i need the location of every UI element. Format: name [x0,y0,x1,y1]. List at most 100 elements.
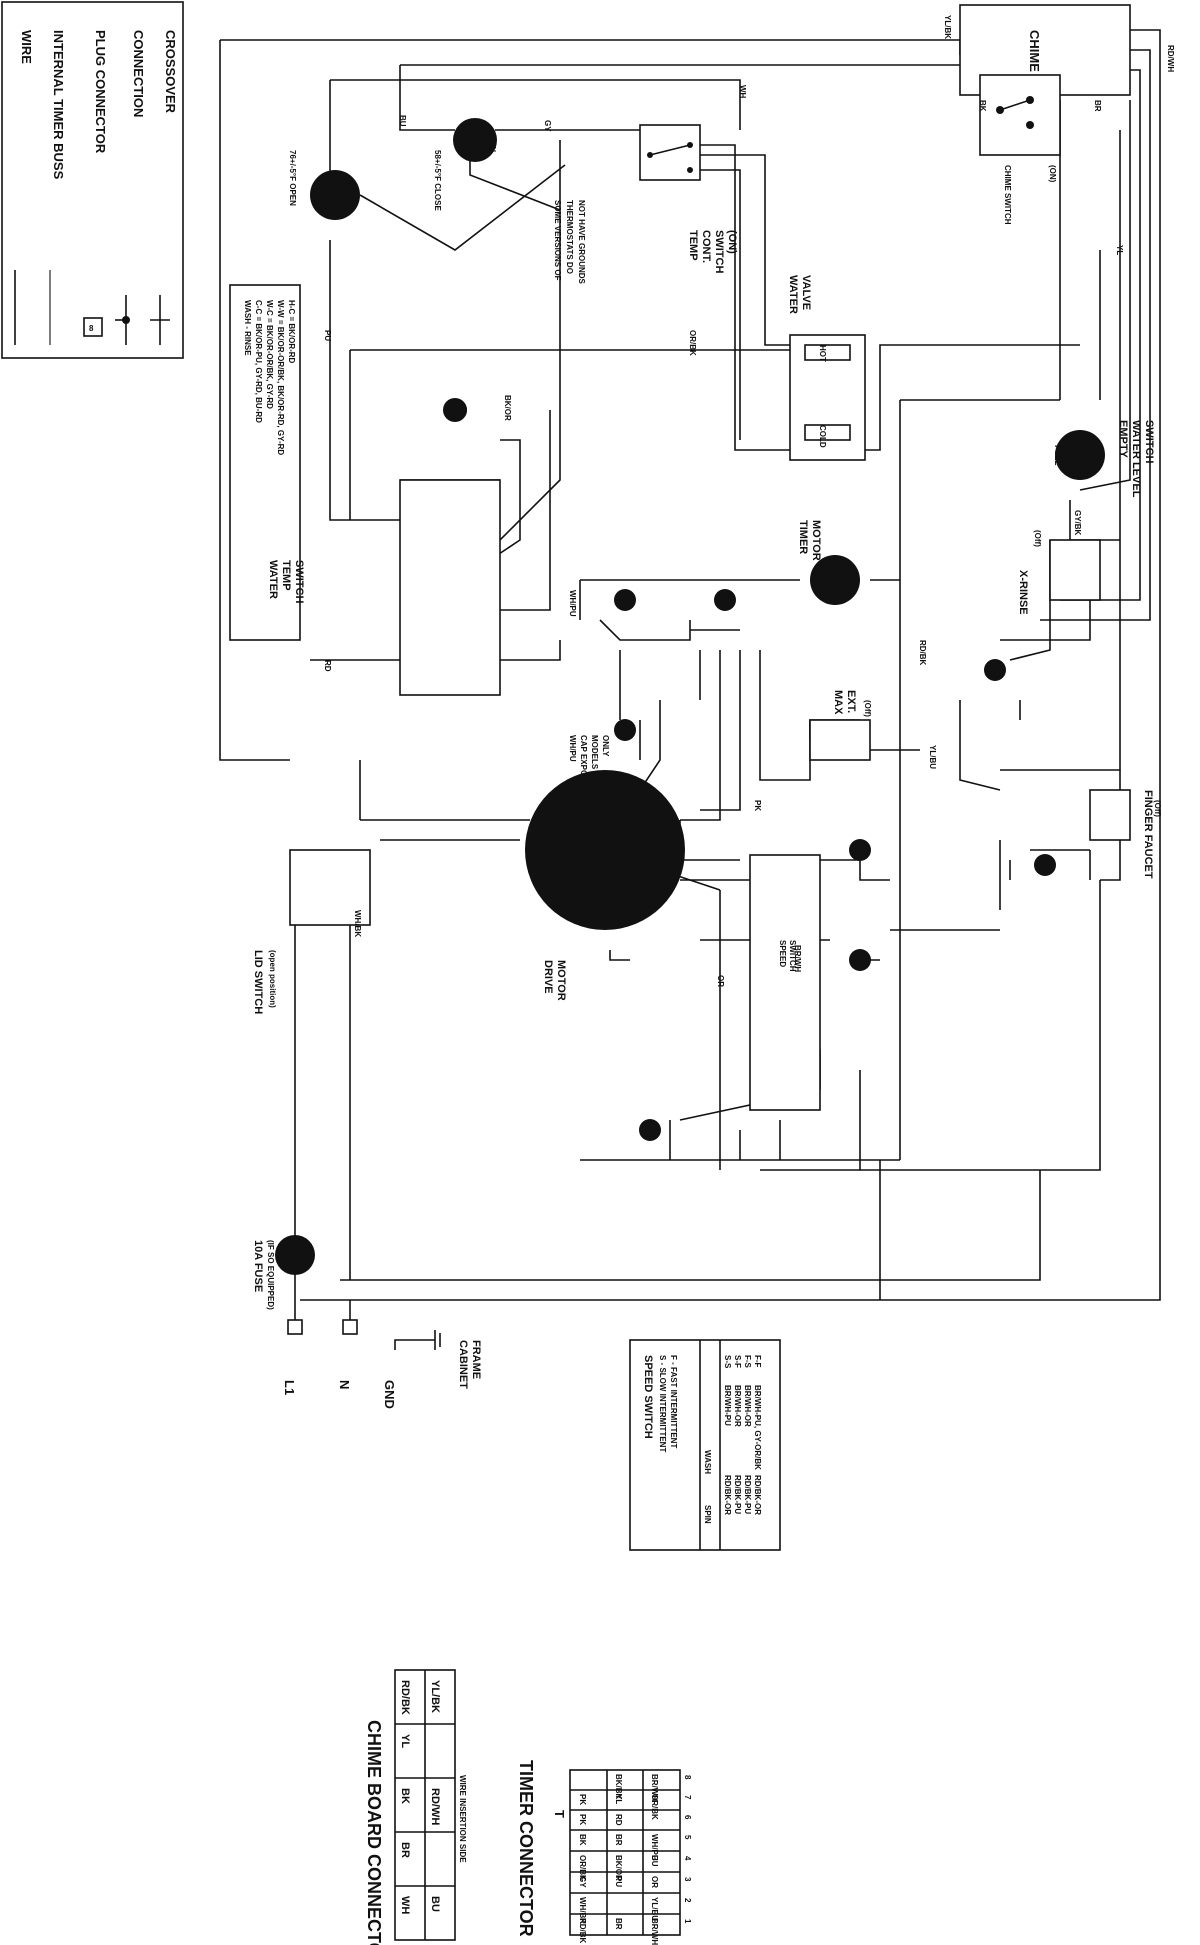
svg-text:BR: BR [1093,100,1102,112]
svg-text:WH/PU: WH/PU [650,1834,659,1861]
terminals [445,399,1056,1141]
svg-text:W-W = BK/OR-OR/BK, BK/OR-RD, G: W-W = BK/OR-OR/BK, BK/OR-RD, GY-RD [276,300,285,455]
svg-text:BR: BR [614,1918,623,1930]
svg-text:YL/BK: YL/BK [429,1680,441,1713]
thermostat-note: SOME VERSIONS OF THERMOSTATS DO NOT HAVE… [553,200,586,285]
svg-text:ONLY: ONLY [601,735,610,757]
thermostat-note-line2: THERMOSTATS DO [565,200,574,274]
wiring [219,29,1161,1330]
svg-text:BR/WH-OR: BR/WH-OR [733,1385,742,1427]
svg-text:C-C = BK/OR-PU, GY-RD, BU-RD: C-C = BK/OR-PU, GY-RD, BU-RD [254,300,263,423]
svg-text:BR: BR [614,1834,623,1846]
svg-text:WH/BK: WH/BK [578,1897,587,1924]
svg-text:BK/OR: BK/OR [503,395,512,421]
svg-text:GY: GY [578,1876,587,1888]
svg-text:CONT.: CONT. [700,230,712,263]
svg-text:WATER LEVEL: WATER LEVEL [1130,420,1142,498]
svg-text:WIRE INSERTION SIDE: WIRE INSERTION SIDE [458,1775,467,1863]
svg-text:WH/PU: WH/PU [568,735,577,762]
chime-switch-label: CHIME SWITCH [1003,165,1012,225]
svg-text:SWITCH: SWITCH [713,230,725,273]
finger-faucet-switch: FINGER FAUCET (Off) [1089,789,1162,879]
svg-text:BU: BU [429,1896,441,1912]
chime-switch-state: (ON) [1048,165,1057,183]
svg-text:OR/BK: OR/BK [688,330,697,356]
svg-text:RD/BK-OR: RD/BK-OR [723,1475,732,1515]
svg-text:FINGER FAUCET: FINGER FAUCET [1142,790,1154,879]
legend-wire-label: WIRE [19,30,34,64]
chime-board-connector: CHIME BOARD CONNECTOR WIRE INSERTION SID… [364,1669,467,1945]
chime-connector-title: CHIME BOARD CONNECTOR [364,1720,384,1945]
water-level-switch: EMPTY WATER LEVEL SWITCH FULL [1053,420,1155,498]
svg-text:YL/BU: YL/BU [928,745,937,769]
svg-text:VALVE: VALVE [800,275,812,310]
fuse: 10A FUSE (IF SO EQUIPPED) [252,1235,315,1310]
svg-text:LID SWITCH: LID SWITCH [252,950,264,1014]
svg-text:BR/WH: BR/WH [650,1774,659,1801]
svg-text:OR/BK: OR/BK [650,1794,659,1820]
svg-text:YL/BU: YL/BU [650,1897,659,1921]
svg-text:MODELS: MODELS [590,735,599,770]
svg-text:(Off): (Off) [1033,530,1042,547]
svg-text:MAX: MAX [832,690,844,715]
svg-text:CABINET: CABINET [457,1340,469,1389]
svg-text:BR/WH: BR/WH [650,1918,659,1945]
plug-symbol: 8 [89,324,94,333]
svg-text:RD/WH: RD/WH [1166,45,1175,72]
speed-table-title: SPEED SWITCH [642,1355,654,1439]
svg-text:EXT.: EXT. [845,690,857,713]
chime-switch: CHIME SWITCH (ON) [979,74,1061,225]
svg-text:BK: BK [978,100,987,112]
svg-text:RD/BK-OR: RD/BK-OR [753,1475,762,1515]
svg-text:(IF SO EQUIPPED): (IF SO EQUIPPED) [266,1240,275,1310]
svg-text:WATER: WATER [267,560,279,599]
svg-text:BK/OR: BK/OR [614,1855,623,1881]
legend-buss-label: INTERNAL TIMER BUSS [51,30,66,180]
svg-text:WATER: WATER [787,275,799,314]
thermostat-close: 58+/-5°F CLOSE [433,118,497,211]
legend-connection-label: CONNECTION [131,30,146,117]
speed-switch: SPEED SWITCH [749,854,821,1111]
chime-label: CHIME [1027,30,1042,72]
svg-text:YL: YL [1115,245,1124,255]
svg-text:RD: RD [323,660,332,672]
lid-switch: LID SWITCH (open position) [252,849,371,1014]
svg-text:(Off): (Off) [863,700,872,717]
svg-text:S - SLOW INTERMITTENT: S - SLOW INTERMITTENT [658,1355,667,1452]
legend: WIRE INTERNAL TIMER BUSS PLUG CONNECTOR … [1,1,184,359]
x-rinse-switch: X-RINSE (Off) [1017,530,1101,615]
svg-text:F-S: F-S [743,1355,752,1369]
svg-text:PK: PK [578,1794,587,1805]
svg-text:BR/WH-PU, GY-OR/BK: BR/WH-PU, GY-OR/BK [753,1385,762,1470]
svg-text:8: 8 [683,1775,692,1780]
svg-text:1: 1 [683,1919,692,1924]
svg-text:TEMP: TEMP [687,230,699,261]
svg-text:WH/PU: WH/PU [568,590,577,617]
svg-text:RD: RD [614,1814,623,1826]
svg-text:3: 3 [683,1877,692,1882]
svg-text:OR/BK: OR/BK [578,1855,587,1881]
svg-text:PU: PU [323,330,332,341]
svg-text:BR/WH-OR: BR/WH-OR [743,1385,752,1427]
water-valve: WATER VALVE HOT COLD [787,275,866,461]
svg-text:SWITCH: SWITCH [1143,420,1155,463]
svg-text:MOTOR: MOTOR [810,520,822,561]
svg-text:WH: WH [399,1896,411,1914]
svg-text:WH: WH [738,85,747,99]
svg-text:GND: GND [382,1380,397,1409]
svg-text:RD/BK-PU: RD/BK-PU [733,1475,742,1514]
svg-text:OR: OR [650,1876,659,1888]
svg-text:PK: PK [753,800,762,811]
svg-text:F - FAST INTERMITTENT: F - FAST INTERMITTENT [669,1355,678,1448]
svg-text:RD/BK: RD/BK [399,1680,411,1715]
svg-text:N: N [337,1380,352,1389]
svg-text:H-C = BK/OR-RD: H-C = BK/OR-RD [287,300,296,364]
temp-control-switch: TEMP CONT. SWITCH (ON) [639,124,738,273]
svg-text:OR: OR [716,975,725,987]
svg-text:FULL: FULL [1053,445,1062,466]
timer-motor: TIMER MOTOR [797,520,860,605]
thermostat-open: 76+/-5°F OPEN [288,150,360,220]
timer-connector-title: TIMER CONNECTOR [516,1760,536,1937]
svg-text:COLD: COLD [818,425,827,448]
